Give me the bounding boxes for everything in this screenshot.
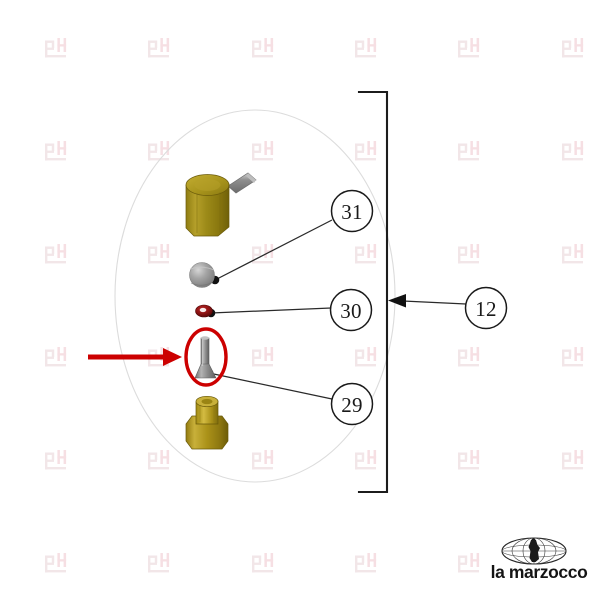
- part-steel-ball: [189, 262, 215, 288]
- part-brass-cap-nut: [185, 395, 229, 450]
- callout-29[interactable]: 29: [330, 382, 374, 426]
- part-brass-hex-cylinder-valve-body: [185, 172, 257, 237]
- selected-part-highlight: [184, 327, 228, 387]
- callout-30[interactable]: 30: [329, 288, 373, 332]
- attention-arrow: [88, 348, 182, 366]
- callout-30-label: 30: [340, 299, 361, 323]
- callout-29-label: 29: [341, 393, 362, 417]
- part-red-o-ring-seal: [195, 304, 213, 318]
- brand-wordmark: la marzocco: [491, 562, 588, 582]
- callout-12[interactable]: 12: [464, 286, 508, 330]
- assembly-group-bracket: [357, 90, 389, 494]
- callout-12-label: 12: [475, 297, 496, 321]
- ghosted-assembly-outline: [114, 109, 396, 483]
- callout-31-label: 31: [341, 200, 362, 224]
- callout-31[interactable]: 31: [330, 189, 374, 233]
- lion-globe-emblem: [501, 537, 567, 565]
- brand-logo: la marzocco: [491, 537, 588, 582]
- part-steel-pin-plunger: [194, 336, 217, 379]
